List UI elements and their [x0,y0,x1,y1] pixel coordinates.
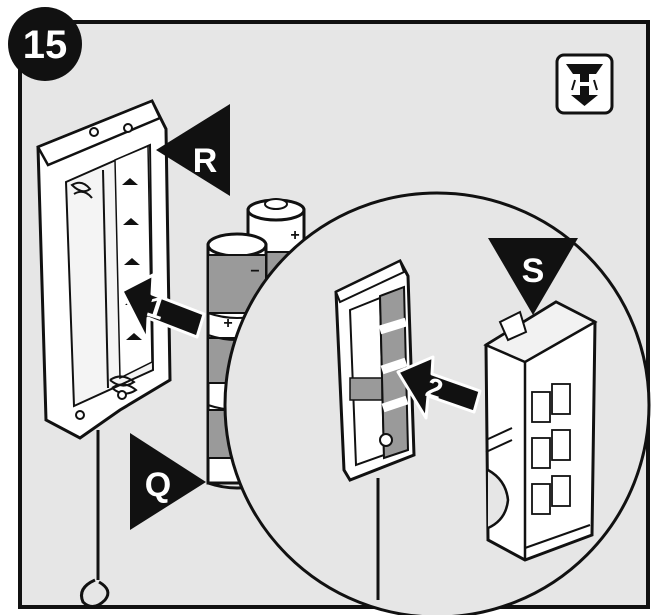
pointer-q: Q [130,433,206,530]
step-badge: 15 [8,7,82,81]
arrow-1: 1 [120,273,206,342]
spring-top [70,181,93,199]
pointer-r: R [156,104,230,196]
battery-1-minus: − [250,263,259,280]
battery-holder [36,99,172,608]
pointer-s: S [488,238,578,315]
label-q: Q [145,466,171,504]
cover-cell-grid [531,383,571,515]
battery-back-plus: + [290,227,299,244]
cover-tab [498,310,528,342]
loaded-holder [334,259,416,600]
label-s: S [522,252,545,290]
battery-1-plus: + [223,315,232,332]
step-number: 15 [23,23,68,67]
label-r: R [193,142,218,180]
ceiling-mount-down-icon [555,53,614,115]
arrow-2: 2 [396,355,482,420]
battery-cover [483,300,598,562]
